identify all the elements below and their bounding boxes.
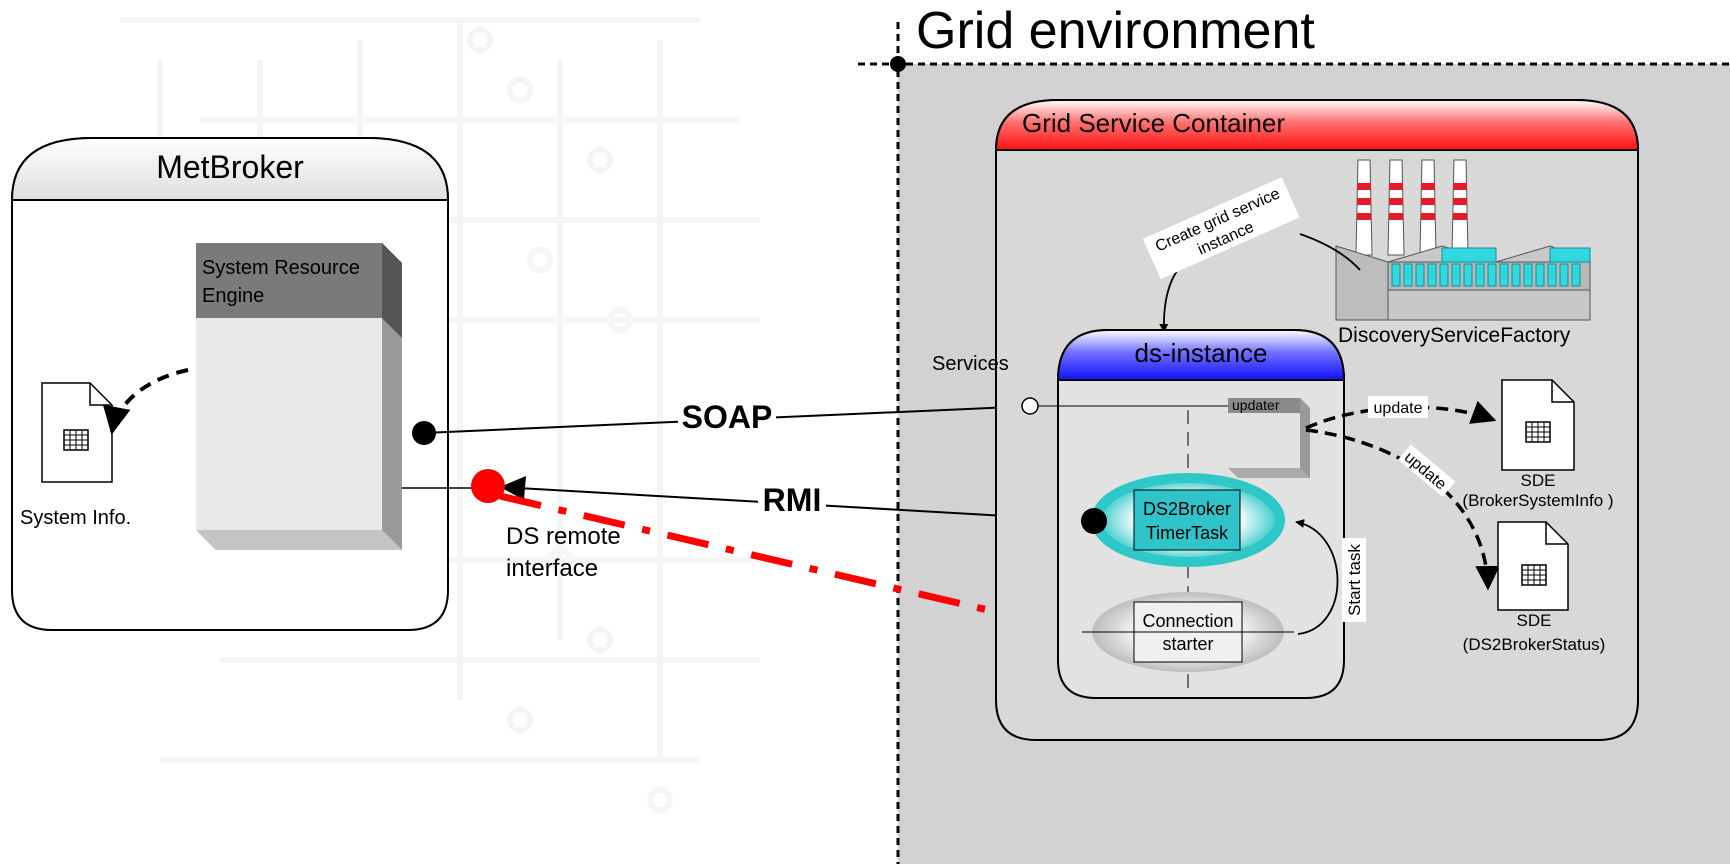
- ds-remote-dashdot-line: [499, 492, 1083, 636]
- update-label-1: update: [1374, 400, 1423, 417]
- spreadsheet-icon: [63, 429, 89, 451]
- updater-block: updater: [1228, 397, 1310, 478]
- metbroker-title: MetBroker: [156, 149, 304, 185]
- system-resource-engine: System Resource Engine: [196, 243, 402, 550]
- sde-2-line1: SDE: [1517, 611, 1552, 630]
- timer-task-rmi-dot: [1081, 508, 1107, 534]
- system-info-label: System Info.: [20, 507, 131, 529]
- sde-broker-system-info-document: [1501, 379, 1575, 471]
- ds-remote-interface-dot: [471, 469, 505, 503]
- factory-label: DiscoveryServiceFactory: [1338, 324, 1571, 347]
- connection-starter-line2: starter: [1162, 634, 1213, 654]
- ds-remote-label-line2: interface: [506, 555, 598, 582]
- sde-1-line1: SDE: [1521, 471, 1556, 490]
- timer-task-line2: TimerTask: [1146, 523, 1229, 543]
- rmi-label-bg: [758, 482, 826, 518]
- services-port: [1021, 397, 1039, 415]
- connection-starter-line1: Connection: [1142, 611, 1233, 631]
- soap-label: SOAP: [682, 399, 773, 435]
- services-label: Services: [932, 353, 1009, 375]
- sde-2-line2: (DS2BrokerStatus): [1463, 635, 1606, 654]
- timer-task-box: [1133, 489, 1241, 551]
- sde-ds2broker-status-document: [1497, 521, 1569, 611]
- start-task-label-box: Start task: [1342, 538, 1366, 622]
- engine-title-line2: Engine: [202, 285, 264, 307]
- system-info-document: [41, 382, 113, 483]
- spreadsheet-icon: [1521, 564, 1547, 586]
- soap-label-bg: [678, 398, 776, 434]
- soap-endpoint-dot: [412, 421, 436, 445]
- grid-boundary-corner: [890, 56, 906, 72]
- spreadsheet-icon: [1525, 421, 1551, 443]
- rmi-label: RMI: [763, 482, 822, 518]
- container-title: Grid Service Container: [1022, 108, 1285, 138]
- ds-remote-label-line1: DS remote: [506, 523, 621, 550]
- update-label-1-bg: [1368, 396, 1428, 418]
- factory-icon: [1335, 159, 1591, 321]
- grid-environment-title: Grid environment: [916, 2, 1315, 60]
- engine-title-line1: System Resource: [202, 257, 360, 279]
- start-task-label: Start task: [1345, 544, 1364, 616]
- ds-instance-title: ds-instance: [1135, 338, 1268, 368]
- sde-1-line2: (BrokerSystemInfo ): [1462, 491, 1613, 510]
- timer-task-line1: DS2Broker: [1143, 499, 1231, 519]
- updater-label: updater: [1232, 397, 1280, 413]
- start-task-arrow: [1295, 519, 1339, 635]
- rmi-arrowhead: [500, 476, 526, 500]
